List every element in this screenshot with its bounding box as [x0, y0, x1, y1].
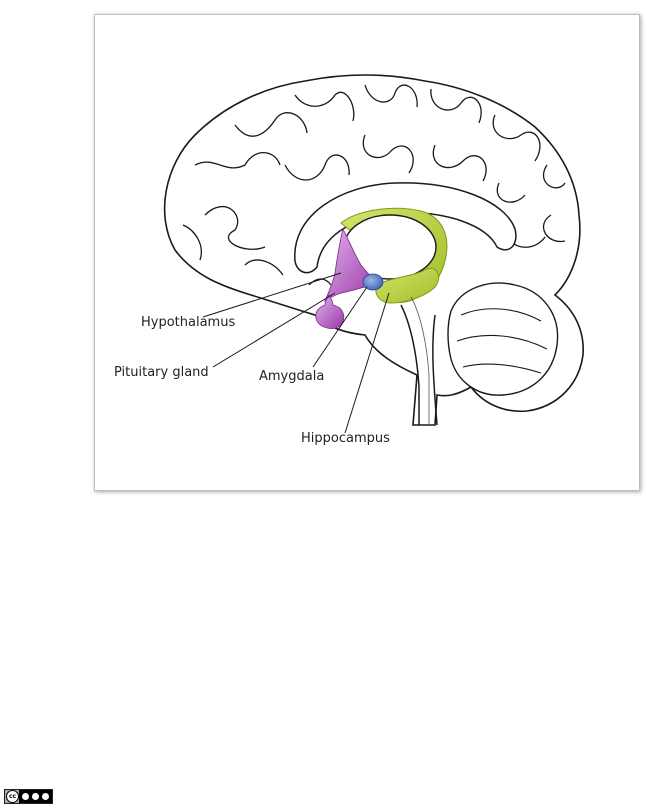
hypothalamus-shape: [324, 227, 376, 303]
sa-icon: [41, 792, 51, 801]
label-hippocampus: Hippocampus: [301, 431, 390, 446]
label-hypothalamus: Hypothalamus: [141, 315, 236, 330]
cc-icon: cc: [6, 790, 19, 803]
amygdala-shape: [362, 273, 384, 291]
leader-lines: [202, 272, 390, 434]
label-amygdala: Amygdala: [259, 369, 325, 384]
pituitary-shape: [315, 294, 345, 329]
label-pituitary-gland: Pituitary gland: [114, 365, 209, 380]
hippocampus-body: [375, 267, 440, 304]
corpus-callosum: [294, 182, 517, 274]
creative-commons-badge: cc: [4, 789, 53, 804]
brain-diagram-figure: Hypothalamus Pituitary gland Amygdala Hi…: [94, 14, 640, 491]
brain-diagram-svg: [163, 74, 584, 434]
nc-icon: [30, 792, 40, 801]
brainstem: [400, 304, 438, 426]
by-icon: [20, 792, 30, 801]
brainstem-inner: [410, 296, 430, 425]
